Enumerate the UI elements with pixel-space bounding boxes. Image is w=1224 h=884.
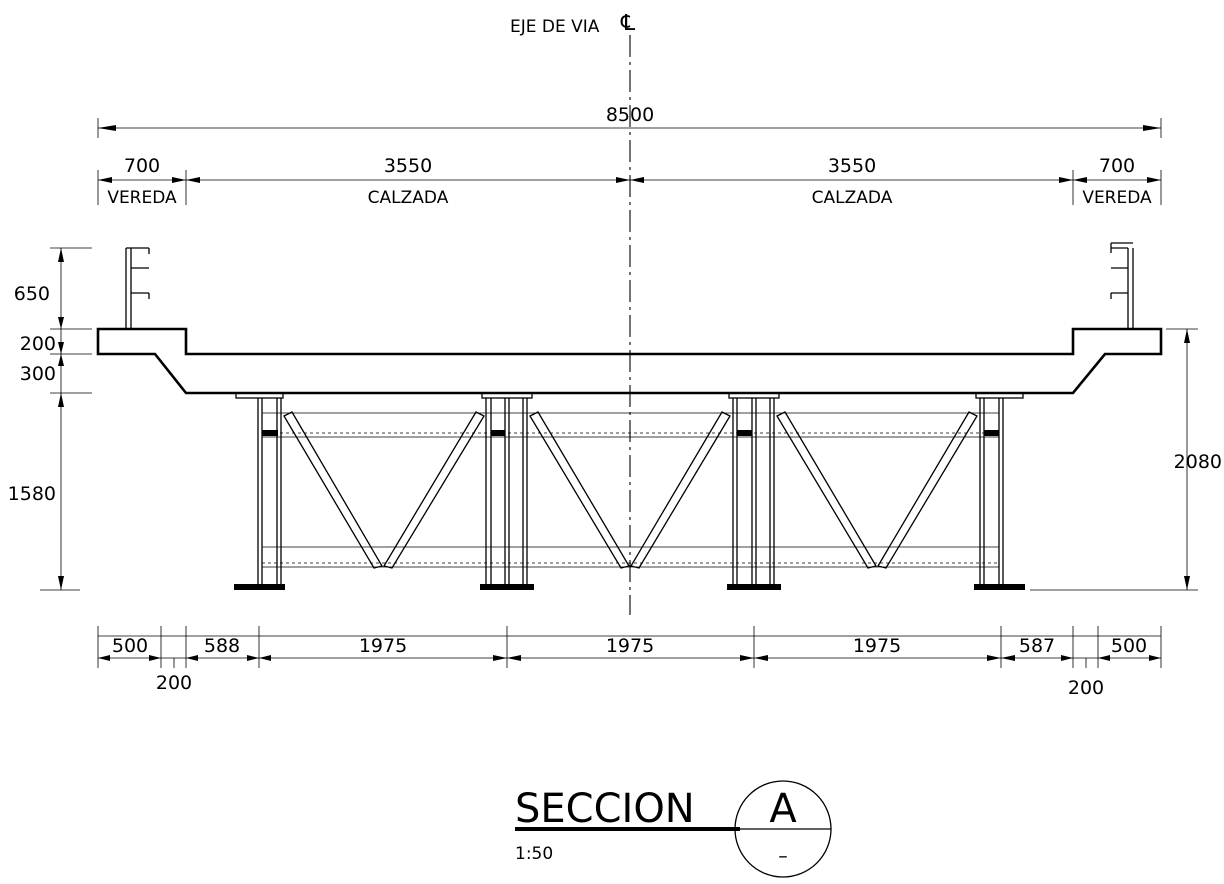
girder-4 <box>974 392 1025 590</box>
right-vereda-width: 700 <box>1099 155 1135 177</box>
girder-3 <box>727 392 781 590</box>
right-vereda-label: VEREDA <box>1082 188 1152 208</box>
scale: 1:50 <box>515 844 553 864</box>
section-title: SECCION <box>515 786 695 832</box>
cross-bracing <box>283 411 978 569</box>
left-calzada-width: 3550 <box>384 155 432 177</box>
railing-height: 650 <box>14 283 50 305</box>
right-edge: 587 <box>1019 635 1055 657</box>
spacing-1: 1975 <box>359 635 407 657</box>
right-calzada-width: 3550 <box>828 155 876 177</box>
total-height: 2080 <box>1174 451 1222 473</box>
right-railing <box>1110 242 1134 329</box>
left-vereda-width: 700 <box>124 155 160 177</box>
left-flange: 200 <box>156 672 192 694</box>
girders <box>234 392 1025 590</box>
spacing-3: 1975 <box>853 635 901 657</box>
spacing-2: 1975 <box>606 635 654 657</box>
right-calzada-label: CALZADA <box>812 188 893 208</box>
title-block: SECCION 1:50 A – <box>515 780 832 878</box>
struts <box>262 412 999 568</box>
left-railing <box>125 247 150 329</box>
left-overhang: 500 <box>112 635 148 657</box>
girder-1 <box>234 392 285 590</box>
section-letter: A <box>769 786 797 832</box>
right-flange: 200 <box>1068 677 1104 699</box>
deck-slab <box>96 327 1163 395</box>
left-vereda-label: VEREDA <box>107 188 177 208</box>
left-edge: 588 <box>204 635 240 657</box>
total-width: 8500 <box>606 104 654 126</box>
girder-2 <box>480 392 534 590</box>
total-width-dimension <box>97 118 1162 138</box>
slab-depth: 300 <box>20 363 56 385</box>
right-height-dimension <box>1030 328 1198 591</box>
girder-depth: 1580 <box>8 483 56 505</box>
sheet-ref: – <box>778 845 788 867</box>
right-overhang: 500 <box>1111 635 1147 657</box>
centerline-symbol: ℄ <box>620 11 636 36</box>
lane-dimension-line <box>97 170 1162 205</box>
left-height-dimensions <box>40 247 92 591</box>
axis-label: EJE DE VIA <box>510 17 600 37</box>
left-calzada-label: CALZADA <box>368 188 449 208</box>
girder-spacing-dimensions <box>97 626 1162 668</box>
curb-height: 200 <box>20 333 56 355</box>
